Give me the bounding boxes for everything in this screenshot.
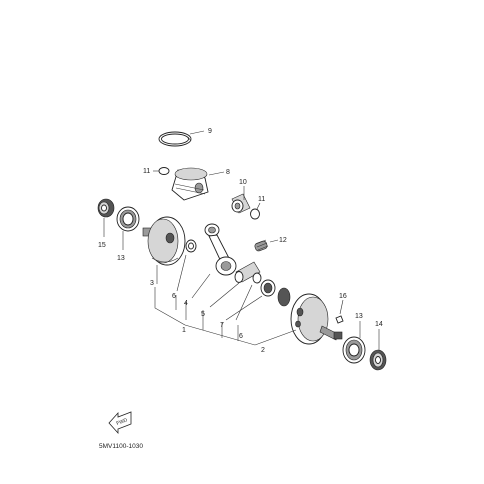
leader-line: [269, 239, 279, 243]
callout-3: 3: [150, 280, 154, 287]
callout-4: 4: [184, 300, 188, 307]
small-end-bearing: [254, 239, 269, 252]
connecting-rod: [204, 223, 237, 276]
piston-pin-clip-right: [250, 208, 260, 220]
callout-7: 7: [220, 322, 224, 329]
thrust-washer-left: [185, 239, 197, 253]
piston: [171, 167, 209, 201]
leader-line: [225, 295, 263, 321]
callout-14: 14: [375, 321, 383, 328]
fwd-label: FWD: [116, 417, 129, 427]
piston-pin-clip-left: [158, 167, 170, 175]
oil-seal-left: [97, 198, 115, 218]
callout-9: 9: [208, 128, 212, 135]
oil-seal-right: [369, 349, 387, 371]
bearing-left: [116, 206, 140, 232]
leader-line: [208, 171, 225, 176]
callout-2: 2: [261, 347, 265, 354]
leader-line: [176, 254, 187, 292]
callout-15: 15: [98, 242, 106, 249]
leader-line: [256, 202, 261, 210]
crank-left: [142, 216, 186, 266]
bearing-right: [342, 336, 366, 364]
leader-line: [209, 282, 240, 308]
piston-ring: [158, 131, 192, 147]
piston-pin: [231, 193, 251, 214]
callout-11: 11: [143, 168, 150, 175]
crank-pin: [234, 261, 261, 283]
callout-13: 13: [355, 313, 363, 320]
fwd-arrow-icon: FWD: [108, 411, 132, 435]
callout-12: 12: [279, 237, 287, 244]
thrust-washer-right: [252, 272, 262, 284]
callout-11: 11: [258, 196, 265, 203]
big-end-bearing: [260, 279, 276, 297]
callout-1: 1: [182, 327, 186, 334]
leader-line: [235, 284, 253, 321]
callout-16: 16: [339, 293, 347, 300]
callout-6: 6: [172, 293, 176, 300]
callout-10: 10: [239, 179, 247, 186]
callout-8: 8: [226, 169, 230, 176]
leader-line: [189, 130, 205, 135]
diagram-code: 5MV1100-1030: [99, 443, 143, 450]
leader-line: [191, 273, 211, 299]
leader-line: [339, 299, 344, 315]
callout-5: 5: [201, 311, 205, 318]
woodruff-key: [335, 315, 344, 324]
assembly-bracket: [154, 287, 297, 346]
callout-6: 6: [239, 333, 243, 340]
crank-right: [277, 287, 343, 345]
callout-13: 13: [117, 255, 125, 262]
